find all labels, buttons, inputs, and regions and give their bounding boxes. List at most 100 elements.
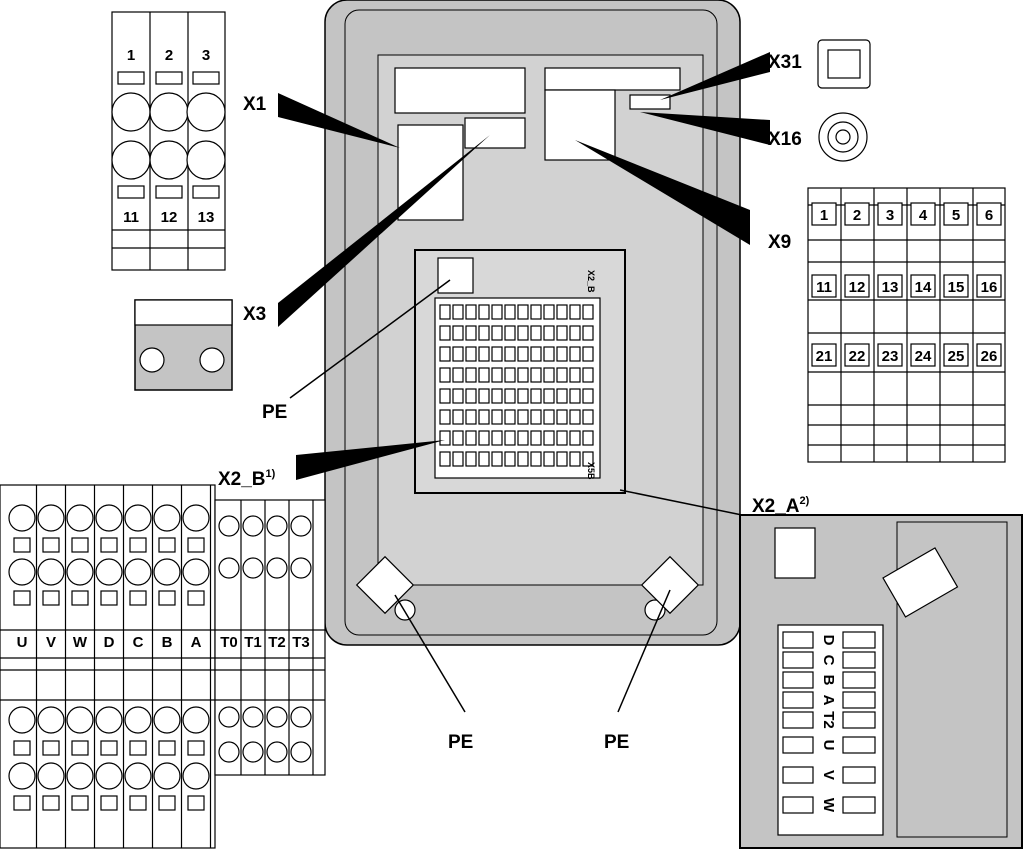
x9-terminal-box — [910, 274, 936, 298]
x1-slot — [155, 185, 183, 199]
x16-round-connector — [818, 112, 868, 162]
inner-terminal — [582, 430, 594, 446]
inner-terminal — [530, 451, 542, 467]
x2a-clamp — [782, 691, 814, 709]
label-pe-bottom-right: PE — [604, 732, 629, 753]
inner-terminal — [478, 409, 490, 425]
inner-terminal — [491, 367, 503, 383]
x2b-clamp — [124, 706, 152, 734]
inner-terminal — [504, 451, 516, 467]
inner-terminal — [504, 367, 516, 383]
inner-terminal — [556, 367, 568, 383]
x2b-clamp — [153, 762, 181, 790]
x2b-clamp — [218, 741, 240, 763]
inner-terminal — [452, 409, 464, 425]
inner-terminal — [582, 304, 594, 320]
x9-terminal-box — [976, 343, 1002, 367]
inner-terminal — [517, 304, 529, 320]
inner-terminal — [556, 451, 568, 467]
x1-slot — [192, 185, 220, 199]
inner-terminal — [530, 367, 542, 383]
inner-terminal — [569, 430, 581, 446]
x1-terminal-2: 2 — [165, 47, 173, 64]
inner-terminal — [517, 451, 529, 467]
x1-slot — [117, 71, 145, 85]
x2b-spring — [158, 795, 176, 811]
x1-screw — [111, 92, 151, 132]
label-pe-bottom-left: PE — [448, 732, 473, 753]
x2a-clamp — [842, 671, 876, 689]
inner-terminal — [491, 304, 503, 320]
x2b-clamp — [95, 762, 123, 790]
leader-lines — [278, 52, 770, 713]
inner-terminal — [543, 388, 555, 404]
inner-terminal — [569, 409, 581, 425]
inner-terminal — [465, 367, 477, 383]
x9-terminal-box — [811, 202, 837, 226]
x2b-clamp — [8, 504, 36, 532]
x2b-clamp — [290, 706, 312, 728]
x2b-spring — [100, 795, 118, 811]
x9-terminal-25: 25 — [948, 348, 965, 365]
x9-terminal-box — [844, 202, 870, 226]
inner-terminal — [543, 409, 555, 425]
x2b-spring — [158, 537, 176, 553]
x9-terminal-11: 11 — [816, 279, 832, 296]
x2b-spring — [42, 795, 60, 811]
inner-terminal — [530, 325, 542, 341]
x2b-spring — [100, 740, 118, 756]
x2b-clamp — [290, 515, 312, 537]
x2b-spring — [42, 740, 60, 756]
x2b-clamp — [182, 762, 210, 790]
inner-terminal — [452, 388, 464, 404]
x2a-clamp — [782, 711, 814, 729]
x2b-clamp — [8, 558, 36, 586]
label-x9: X9 — [768, 232, 791, 253]
x2b-spring — [129, 795, 147, 811]
x1-connector: 1 2 3 11 12 13 — [111, 11, 226, 271]
x2b-clamp — [182, 558, 210, 586]
inner-terminal — [439, 451, 451, 467]
inner-terminal — [478, 430, 490, 446]
x9-terminal-21: 21 — [816, 348, 833, 365]
x1-slot — [155, 71, 183, 85]
label-x31: X31 — [768, 52, 802, 73]
x2b-clamp — [182, 706, 210, 734]
x2a-terminal-C: C — [820, 655, 837, 666]
x2b-clamp — [242, 557, 264, 579]
inner-terminal — [439, 388, 451, 404]
inner-terminal — [452, 367, 464, 383]
x9-terminal-26: 26 — [981, 348, 998, 365]
inner-terminal — [556, 388, 568, 404]
inner-terminal — [478, 388, 490, 404]
x2b-clamp — [290, 557, 312, 579]
x9-terminal-13: 13 — [882, 279, 899, 296]
x2b-spring — [100, 590, 118, 606]
x2a-clamp — [842, 766, 876, 784]
inner-terminal — [517, 409, 529, 425]
x2b-clamp — [95, 504, 123, 532]
x2b-terminal-C: C — [133, 634, 144, 651]
x2b-clamp — [95, 558, 123, 586]
x2b-terminal-T3: T3 — [292, 634, 310, 651]
x1-terminal-12: 12 — [161, 209, 178, 226]
label-x16: X16 — [768, 129, 802, 150]
inner-terminal — [556, 346, 568, 362]
x1-screw — [149, 92, 189, 132]
x9-terminal-box — [943, 274, 969, 298]
x2a-clamp — [782, 766, 814, 784]
x2b-clamp — [66, 762, 94, 790]
x9-terminal-box — [877, 274, 903, 298]
inner-terminal — [478, 451, 490, 467]
x9-terminal-24: 24 — [915, 348, 932, 365]
x2b-spring — [158, 740, 176, 756]
inner-terminal — [569, 388, 581, 404]
inner-terminal — [491, 409, 503, 425]
x2a-terminal-U: U — [820, 740, 837, 751]
x9-terminal-14: 14 — [915, 279, 932, 296]
x1-terminal-3: 3 — [202, 47, 210, 64]
x2b-clamp — [66, 504, 94, 532]
inner-terminal — [452, 304, 464, 320]
x9-terminal-box — [976, 274, 1002, 298]
